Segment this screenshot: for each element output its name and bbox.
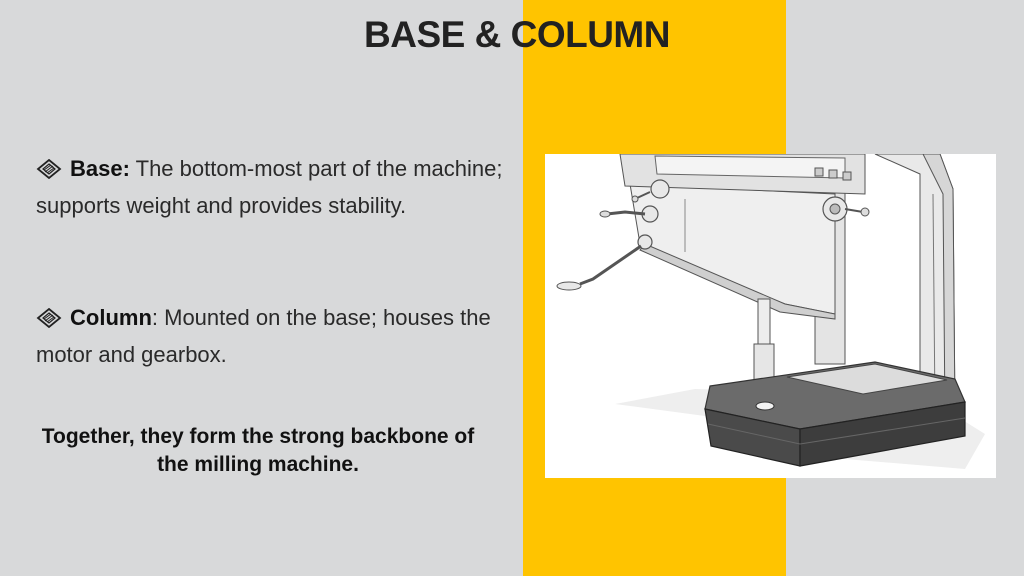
slide-title: BASE & COLUMN — [364, 14, 670, 55]
bullet-term: Column — [70, 305, 152, 330]
bullet-base: Base: The bottom-most part of the machin… — [36, 150, 526, 224]
diamond-bullet-icon — [36, 308, 62, 328]
summary-text: Together, they form the strong backbone … — [41, 425, 475, 476]
bullet-column: Column: Mounted on the base; houses the … — [36, 299, 526, 373]
milling-machine-illustration — [545, 154, 996, 478]
bullet-text: : Mounted on the base; houses the motor … — [36, 305, 491, 367]
bullet-text: The bottom-most part of the machine; sup… — [36, 156, 503, 218]
bullet-term: Base: — [70, 156, 130, 181]
diamond-bullet-icon — [36, 159, 62, 179]
